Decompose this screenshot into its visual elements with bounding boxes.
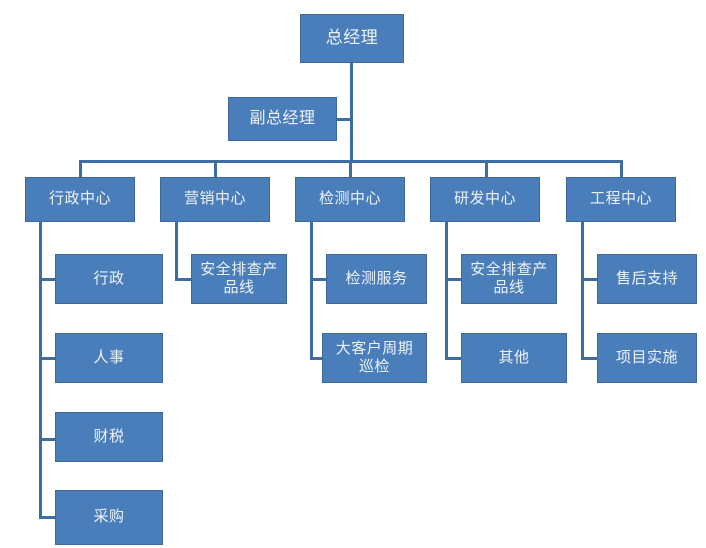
node-label: 采购 — [93, 508, 125, 526]
connector-stub-testing-1 — [310, 278, 327, 281]
connector-stub-rd-1 — [445, 278, 462, 281]
connector-stub-admin-2 — [39, 357, 56, 360]
node-label: 检测中心 — [318, 190, 381, 208]
node-label: 财税 — [93, 427, 125, 445]
node-label: 行政 — [93, 269, 125, 287]
node-testing-child-1[interactable]: 大客户周期巡检 — [322, 333, 427, 383]
connector-stub-engineering-2 — [581, 357, 598, 360]
node-engineering-child-1[interactable]: 项目实施 — [597, 333, 697, 383]
node-label: 安全排查产品线 — [470, 260, 548, 296]
connector-stub-admin-3 — [39, 438, 56, 441]
node-center-rd[interactable]: 研发中心 — [430, 177, 540, 222]
node-label: 售后支持 — [615, 269, 678, 287]
node-label: 副总经理 — [249, 110, 316, 128]
node-general-manager[interactable]: 总经理 — [300, 14, 404, 63]
connector-stub-marketing-1 — [175, 278, 192, 281]
connector-trunk-vertical — [350, 63, 353, 161]
connector-drop-rd — [485, 160, 488, 177]
node-center-marketing[interactable]: 营销中心 — [160, 177, 270, 222]
node-deputy-general-manager[interactable]: 副总经理 — [228, 97, 337, 141]
node-engineering-child-0[interactable]: 售后支持 — [597, 254, 697, 304]
connector-stub-testing-2 — [310, 357, 327, 360]
node-admin-child-1[interactable]: 人事 — [55, 333, 163, 383]
node-label: 营销中心 — [183, 190, 246, 208]
node-marketing-child-0[interactable]: 安全排查产品线 — [191, 254, 287, 304]
connector-deputy-stub — [337, 118, 352, 121]
node-label: 其他 — [498, 348, 530, 366]
connector-drop-marketing — [214, 160, 217, 177]
node-label: 人事 — [93, 348, 125, 366]
node-label: 项目实施 — [615, 348, 678, 366]
connector-spine-testing — [310, 222, 313, 359]
connector-stub-rd-2 — [445, 357, 462, 360]
node-label: 总经理 — [325, 28, 379, 48]
node-label: 检测服务 — [345, 269, 408, 287]
node-label: 大客户周期巡检 — [335, 339, 414, 375]
connector-stub-engineering-1 — [581, 278, 598, 281]
connector-drop-engineering — [620, 160, 623, 177]
node-center-testing[interactable]: 检测中心 — [295, 177, 405, 222]
node-label: 工程中心 — [589, 190, 652, 208]
connector-drop-admin — [79, 160, 82, 177]
node-center-engineering[interactable]: 工程中心 — [566, 177, 676, 222]
node-rd-child-1[interactable]: 其他 — [461, 333, 567, 383]
connector-spine-rd — [445, 222, 448, 359]
connector-stub-admin-1 — [39, 278, 56, 281]
node-rd-child-0[interactable]: 安全排查产品线 — [461, 254, 557, 304]
connector-spine-admin — [39, 222, 42, 516]
connector-drop-testing — [349, 160, 352, 177]
node-label: 安全排查产品线 — [200, 260, 278, 296]
node-center-admin[interactable]: 行政中心 — [25, 177, 135, 222]
connector-stub-admin-4 — [39, 516, 56, 519]
node-admin-child-0[interactable]: 行政 — [55, 254, 163, 304]
node-admin-child-2[interactable]: 财税 — [55, 412, 163, 462]
node-testing-child-0[interactable]: 检测服务 — [326, 254, 427, 304]
node-label: 行政中心 — [48, 190, 111, 208]
node-label: 研发中心 — [453, 190, 516, 208]
node-admin-child-3[interactable]: 采购 — [55, 490, 163, 545]
connector-spine-engineering — [581, 222, 584, 359]
connector-spine-marketing — [175, 222, 178, 280]
